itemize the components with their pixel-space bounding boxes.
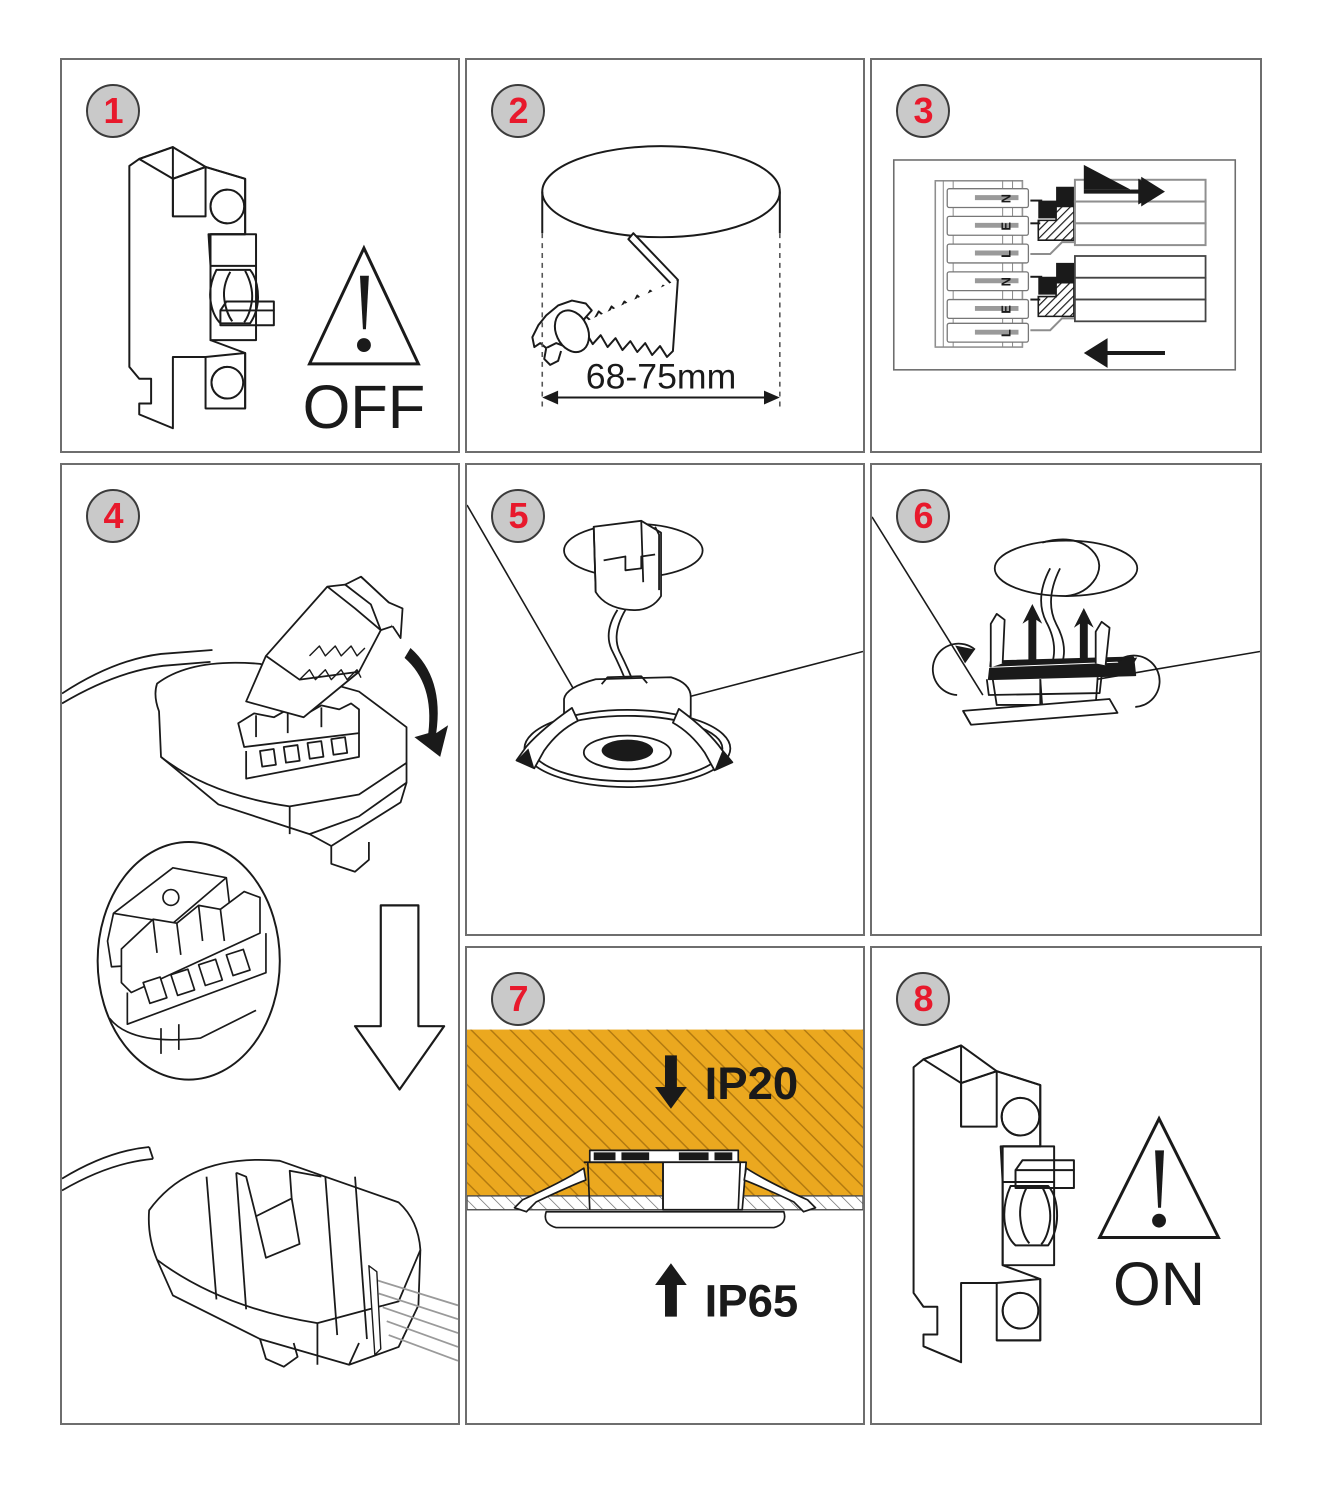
step-number-2: 2 (508, 90, 528, 131)
step-panel-7: 7 (465, 946, 865, 1425)
circuit-breaker-icon (128, 146, 275, 430)
step-badge-1: 1 (86, 84, 140, 138)
step-5-illustration (467, 504, 863, 789)
hole-dimension-label: 68-75mm (586, 357, 736, 397)
step-number-6: 6 (913, 495, 933, 536)
step-number-5: 5 (508, 495, 528, 536)
step-panel-5: 5 (465, 463, 865, 936)
step-1-illustration: OFF (128, 146, 426, 442)
terminal-label-l2: L (999, 329, 1014, 337)
step-6-illustration (872, 516, 1260, 726)
step-panel-3: 3 (870, 58, 1262, 453)
step-number-1: 1 (103, 90, 123, 131)
arrow-left-icon (1083, 338, 1165, 368)
connector-closed-icon (62, 1146, 458, 1368)
ip20-label: IP20 (705, 1058, 799, 1109)
down-arrow-icon (655, 1055, 687, 1109)
step-number-8: 8 (913, 978, 933, 1019)
step-4-illustration (62, 575, 458, 1368)
downlight-icon (515, 675, 734, 789)
detail-oval-icon (96, 841, 281, 1081)
ip65-label: IP65 (705, 1276, 799, 1327)
downlight-section-icon (513, 1149, 817, 1229)
step-panel-2: 2 (465, 58, 865, 453)
step-panel-8: 8 (870, 946, 1262, 1425)
rotate-arrow-icon (931, 642, 1161, 708)
cable-lower (1030, 255, 1207, 368)
breaker-state-label-off: OFF (303, 373, 426, 442)
terminal-label-n1: N (999, 194, 1014, 203)
ip20-indicator: IP20 (655, 1055, 798, 1109)
step-badge-6: 6 (896, 489, 950, 543)
terminal-label-l1: L (999, 250, 1014, 258)
step-number-7: 7 (508, 978, 528, 1019)
downlight-section-icon (962, 612, 1138, 726)
rotate-arrow-icon (404, 647, 449, 757)
flex-cable (1040, 567, 1055, 664)
circuit-breaker-icon (912, 1044, 1075, 1364)
step-8-illustration: ON (912, 1044, 1221, 1364)
up-arrow-icon (655, 1263, 687, 1317)
step-badge-2: 2 (491, 84, 545, 138)
step-panel-1: 1 (60, 58, 460, 453)
breaker-state-label-on: ON (1113, 1250, 1205, 1319)
driver-box-icon (563, 519, 704, 612)
connector-open-icon (62, 575, 408, 873)
step-panel-6: 6 (870, 463, 1262, 936)
step-badge-3: 3 (896, 84, 950, 138)
warning-triangle-icon (307, 244, 421, 366)
down-arrow-outline-icon (353, 904, 446, 1091)
saw-handle-icon (531, 299, 593, 366)
flex-cable (607, 609, 629, 686)
terminal-label-n2: N (999, 277, 1014, 286)
terminal-label-e2: E (999, 305, 1014, 314)
driver-box-icon (993, 538, 1139, 597)
step-badge-5: 5 (491, 489, 545, 543)
step-number-3: 3 (913, 90, 933, 131)
ceiling-hole-icon (541, 145, 781, 239)
terminal-label-e1: E (999, 222, 1014, 231)
ip65-indicator: IP65 (655, 1263, 799, 1327)
up-arrow-icon (1022, 603, 1094, 664)
leader-lines (467, 504, 863, 704)
warning-triangle-icon (1097, 1115, 1221, 1239)
step-2-illustration: 68-75mm (531, 145, 781, 412)
step-panel-4: 4 (60, 463, 460, 1425)
hole-saw-icon (568, 232, 679, 358)
terminal-block-icon: N E L N E L (934, 180, 1030, 348)
step-7-illustration: IP20 IP65 (467, 1029, 863, 1327)
step-badge-8: 8 (896, 972, 950, 1026)
cable-upper (1030, 164, 1207, 256)
step-number-4: 4 (103, 495, 123, 536)
step-3-illustration: N E L N E L (892, 159, 1237, 371)
step-badge-4: 4 (86, 489, 140, 543)
step-badge-7: 7 (491, 972, 545, 1026)
wiring-diagram-frame (892, 159, 1237, 371)
